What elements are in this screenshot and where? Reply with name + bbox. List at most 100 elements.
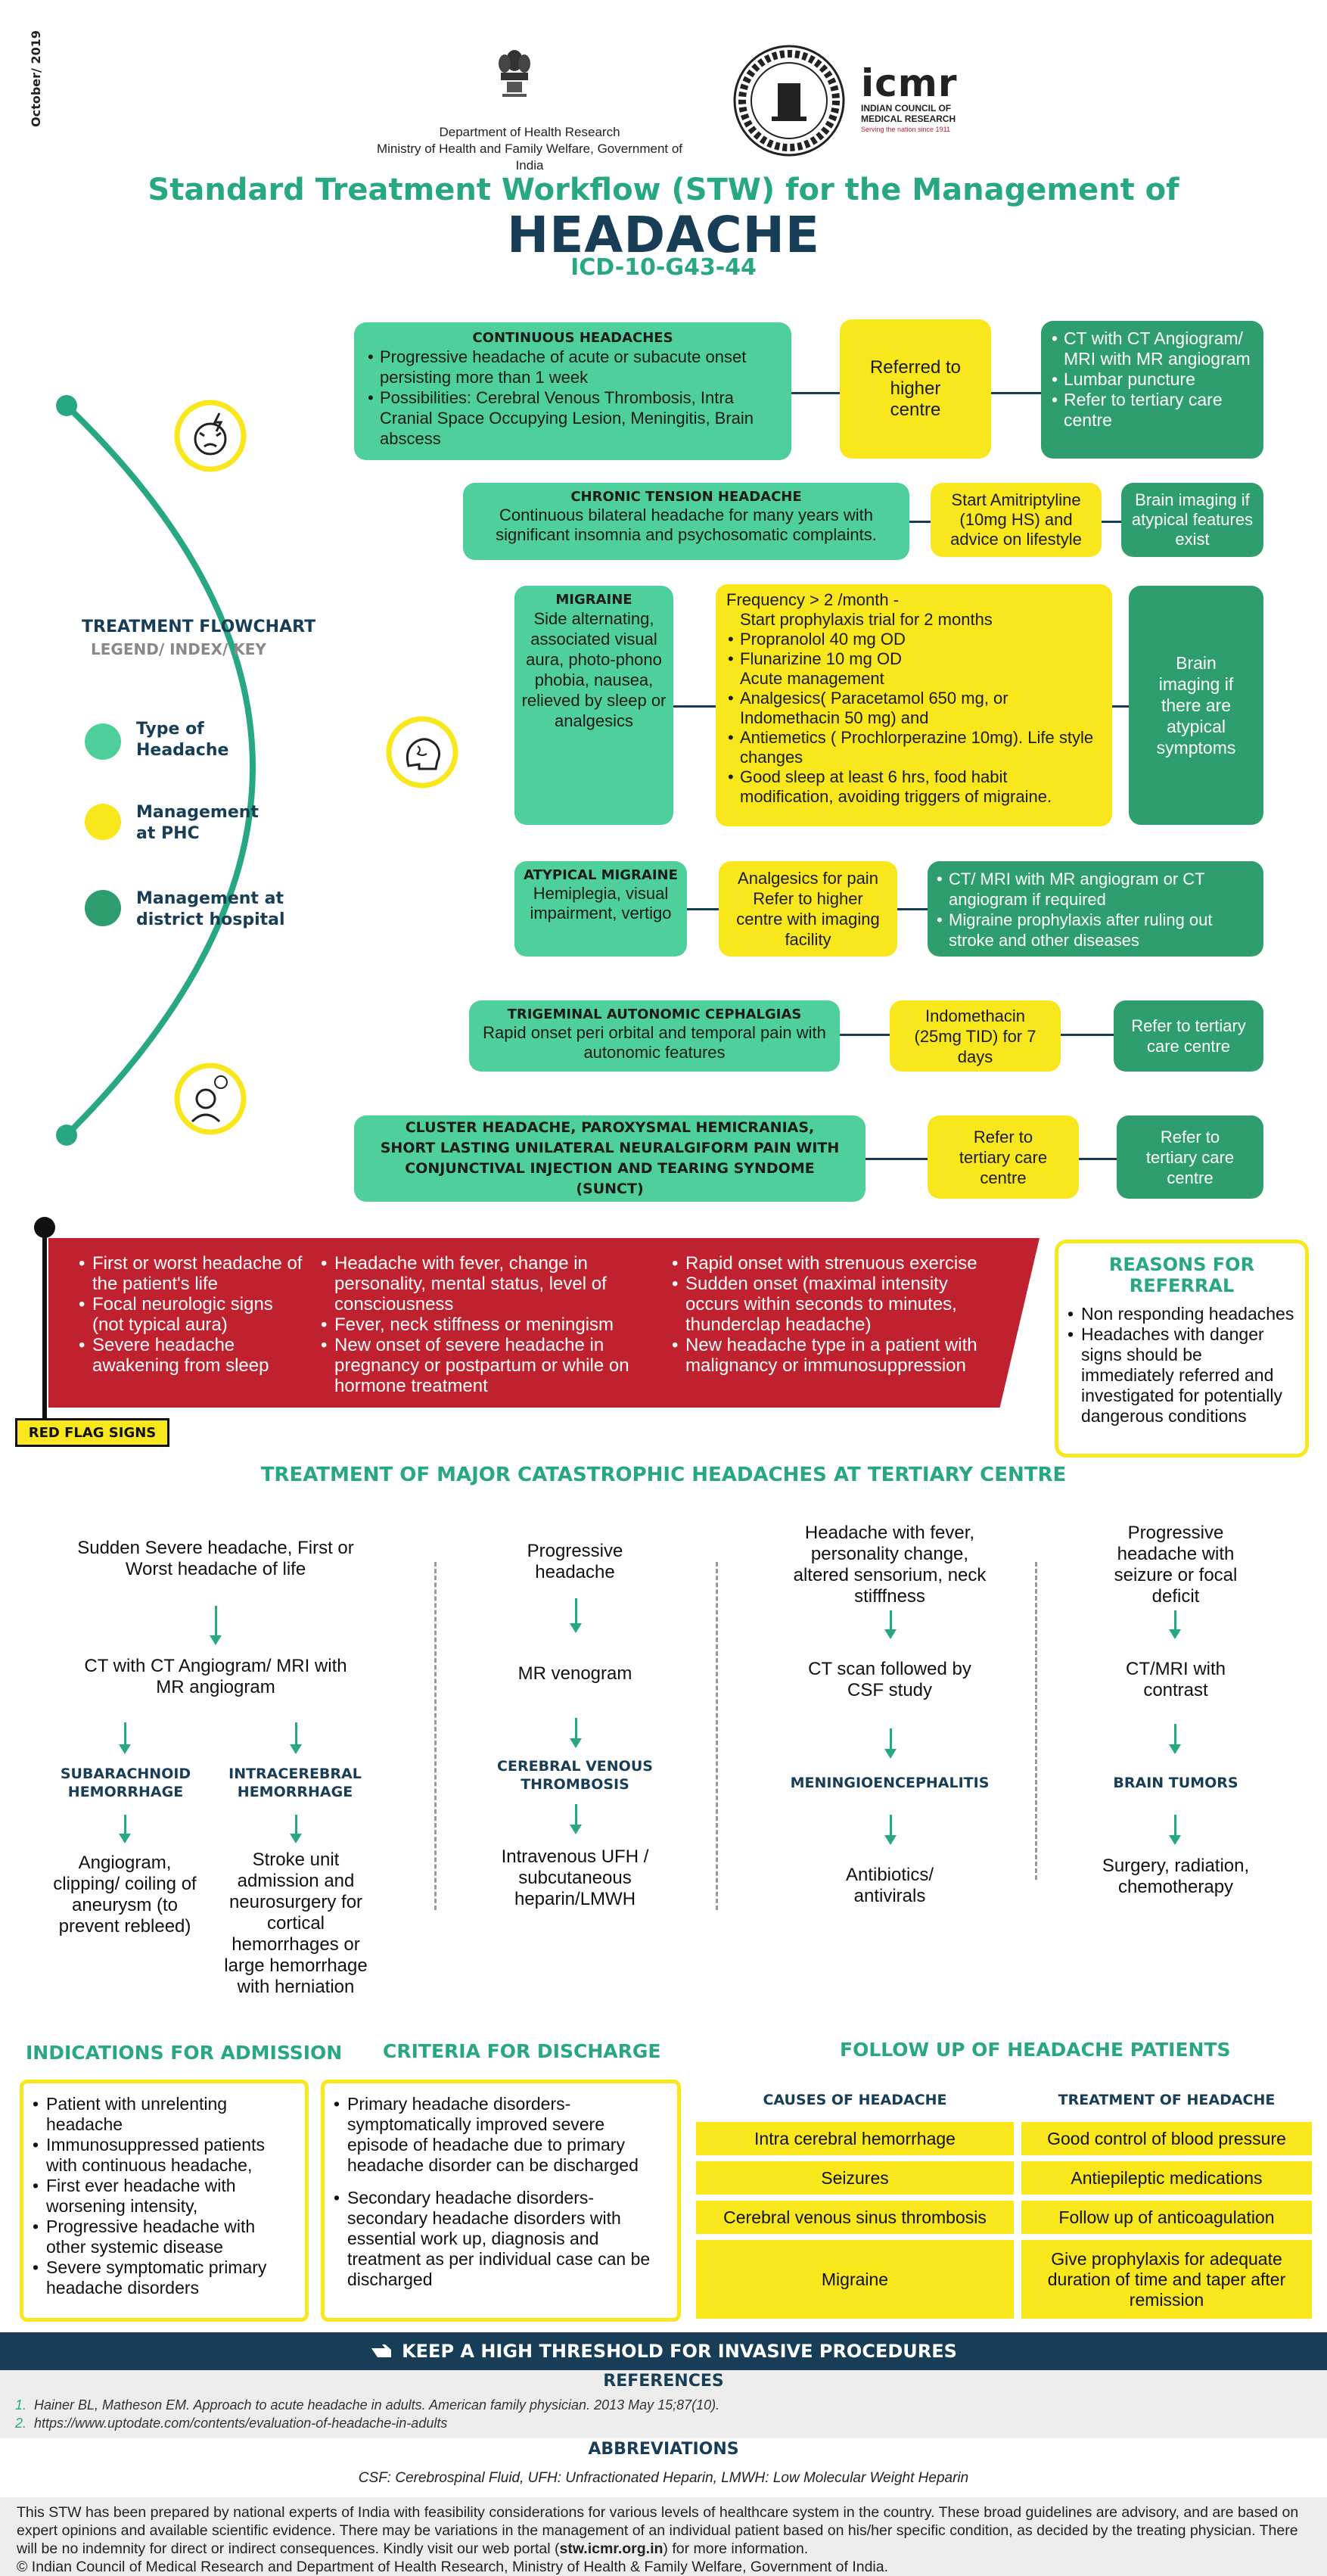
admission-item: Immunosuppressed patients with continuou… — [33, 2135, 296, 2176]
trigeminal-phc-text: Indomethacin (25mg TID) for 7 days — [914, 1006, 1036, 1066]
tertiary-c1b-dx: INTRACEREBRAL HEMORRHAGE — [228, 1766, 362, 1800]
arrow — [1169, 1610, 1181, 1639]
cluster-district-text: Refer to tertiary care centre — [1145, 1127, 1235, 1187]
icmr-logo: icmr INDIAN COUNCIL OF MEDICAL RESEARCH … — [861, 64, 974, 147]
connector — [991, 392, 1041, 394]
tertiary-c3-test: CT scan followed by CSF study — [808, 1659, 971, 1700]
followup-treat-3: Follow up of anticoagulation — [1021, 2201, 1312, 2234]
title-line2: HEADACHE — [506, 206, 821, 264]
references-title: REFERENCES — [603, 2372, 724, 2391]
flowchart-arc — [56, 395, 256, 1146]
red-flag-item: Rapid onset with strenuous exercise — [672, 1253, 997, 1274]
ministry-name: Ministry of Health and Family Welfare, G… — [376, 142, 683, 173]
continuous-district-box: CT with CT Angiogram/ MRI with MR angiog… — [1041, 321, 1263, 459]
reference-link[interactable]: https://www.uptodate.com/contents/evalua… — [34, 2416, 448, 2431]
referral-item: Headaches with danger signs should be im… — [1068, 1324, 1296, 1426]
chronic-district-text: Brain imaging if atypical features exist — [1131, 490, 1254, 549]
connector — [1061, 1034, 1114, 1036]
arrow — [119, 1722, 131, 1754]
tertiary-c4-top: Progressive headache with seizure or foc… — [1114, 1523, 1238, 1607]
followup-col1-header: CAUSES OF HEADACHE — [763, 2092, 947, 2108]
red-flag-item: Severe headache awakening from sleep — [79, 1335, 306, 1376]
migraine-phc-box: Frequency > 2 /month - Start prophylaxis… — [716, 584, 1112, 826]
cluster-phc-box: Refer to tertiary care centre — [928, 1115, 1079, 1199]
arrow — [119, 1815, 131, 1843]
arrow — [210, 1606, 222, 1645]
tertiary-c1-top: Sudden Severe headache, First or Worst h… — [77, 1538, 354, 1579]
red-flag-item: Headache with fever, change in personali… — [321, 1253, 648, 1314]
atypical-phc-box: Analgesics for pain Refer to higher cent… — [719, 861, 897, 957]
admission-item: First ever headache with worsening inten… — [33, 2176, 296, 2217]
headache-head-icon — [174, 400, 247, 472]
divider — [434, 1562, 437, 1910]
reference-item: 2. https://www.uptodate.com/contents/eva… — [15, 2416, 448, 2431]
followup-col2-header: TREATMENT OF HEADACHE — [1058, 2092, 1276, 2108]
migraine-title: MIGRAINE — [555, 592, 632, 608]
tertiary-c3-top: Headache with fever, personality change,… — [793, 1523, 987, 1607]
tertiary-c3-tx: Antibiotics/ antivirals — [845, 1865, 934, 1906]
legend-phc-label: Management at PHC — [136, 802, 259, 845]
atypical-district-item: Migraine prophylaxis after ruling out st… — [935, 910, 1256, 950]
trigeminal-title: TRIGEMINAL AUTONOMIC CEPHALGIAS — [507, 1006, 802, 1022]
chronic-text: Continuous bilateral headache for many y… — [496, 506, 877, 544]
legend-phc-l2: at PHC — [136, 824, 200, 843]
atypical-migraine-box: ATYPICAL MIGRAINE Hemiplegia, visual imp… — [514, 861, 687, 957]
trigeminal-phc-box: Indomethacin (25mg TID) for 7 days — [890, 1000, 1061, 1072]
referral-box: REASONS FOR REFERRAL Non responding head… — [1055, 1240, 1309, 1458]
chronic-title: CHRONIC TENSION HEADACHE — [570, 489, 802, 505]
admission-item: Severe symptomatic primary headache diso… — [33, 2257, 296, 2298]
red-flag-item: Focal neurologic signs (not typical aura… — [79, 1294, 306, 1335]
trigeminal-district-text: Refer to tertiary care centre — [1131, 1016, 1246, 1056]
tertiary-c4-dx: BRAIN TUMORS — [1113, 1775, 1238, 1791]
reference-item: 1. Hainer BL, Matheson EM. Approach to a… — [15, 2397, 720, 2413]
followup-cause-4: Migraine — [696, 2240, 1014, 2319]
tertiary-c4-tx: Surgery, radiation, chemotherapy — [1102, 1856, 1250, 1897]
connector — [673, 705, 716, 708]
migraine-phc-l2: Start prophylaxis trial for 2 months — [740, 610, 993, 629]
trigeminal-box: TRIGEMINAL AUTONOMIC CEPHALGIAS Rapid on… — [469, 1000, 840, 1072]
icmr-sub1: INDIAN COUNCIL OF — [861, 103, 952, 114]
red-flag-label: RED FLAG SIGNS — [15, 1418, 169, 1447]
reference-text: Hainer BL, Matheson EM. Approach to acut… — [34, 2397, 720, 2413]
continuous-phc-text: Referred to higher centre — [869, 357, 962, 420]
arrow — [290, 1815, 302, 1843]
icmr-seal-icon — [733, 45, 845, 157]
connector — [791, 392, 840, 394]
cluster-phc-text: Refer to tertiary care centre — [959, 1127, 1048, 1187]
icmr-sub2: MEDICAL RESEARCH — [861, 114, 956, 124]
migraine-phc-item: Flunarizine 10 mg OD — [726, 649, 1102, 669]
connector — [1112, 705, 1129, 708]
continuous-headache-box: CONTINUOUS HEADACHES Progressive headach… — [354, 322, 791, 460]
copyright: © Indian Council of Medical Research and… — [17, 2559, 889, 2575]
connector — [1102, 521, 1121, 523]
legend-type-l2: Headache — [136, 741, 229, 760]
arrow — [884, 1610, 897, 1639]
abbreviations-text: CSF: Cerebrospinal Fluid, UFH: Unfractio… — [358, 2470, 969, 2486]
web-portal-link[interactable]: stw.icmr.org.in — [559, 2540, 664, 2557]
tertiary-c4-test: CT/MRI with contrast — [1126, 1659, 1226, 1700]
continuous-district-item: Refer to tertiary care centre — [1050, 390, 1254, 431]
arrow — [884, 1728, 897, 1759]
legend-phc-l1: Management — [136, 803, 259, 822]
tertiary-title: TREATMENT OF MAJOR CATASTROPHIC HEADACHE… — [260, 1464, 1067, 1486]
admission-item: Progressive headache with other systemic… — [33, 2217, 296, 2257]
migraine-text: Side alternating, associated visual aura… — [521, 609, 667, 730]
chronic-phc-box: Start Amitriptyline (10mg HS) and advice… — [931, 483, 1102, 557]
icmr-wordmark: icmr — [861, 61, 958, 105]
chronic-district-box: Brain imaging if atypical features exist — [1121, 483, 1263, 557]
legend-title: TREATMENT FLOWCHART — [82, 618, 316, 636]
keep-threshold-text: KEEP A HIGH THRESHOLD FOR INVASIVE PROCE… — [402, 2341, 957, 2362]
followup-cause-3: Cerebral venous sinus thrombosis — [696, 2201, 1014, 2234]
connector — [1079, 1158, 1117, 1160]
followup-treat-1: Good control of blood pressure — [1021, 2122, 1312, 2155]
footer: This STW has been prepared by national e… — [0, 2497, 1327, 2576]
continuous-item: Possibilities: Cerebral Venous Thrombosi… — [366, 387, 779, 449]
arrow — [570, 1718, 582, 1748]
legend-type-l1: Type of — [136, 720, 204, 739]
continuous-title: CONTINUOUS HEADACHES — [472, 330, 673, 346]
continuous-item: Progressive headache of acute or subacut… — [366, 347, 779, 387]
person-thinking-icon — [174, 1062, 247, 1135]
disclaimer: This STW has been prepared by national e… — [17, 2503, 1310, 2558]
arrow — [570, 1804, 582, 1834]
followup-treat-4: Give prophylaxis for adequate duration o… — [1021, 2240, 1312, 2319]
